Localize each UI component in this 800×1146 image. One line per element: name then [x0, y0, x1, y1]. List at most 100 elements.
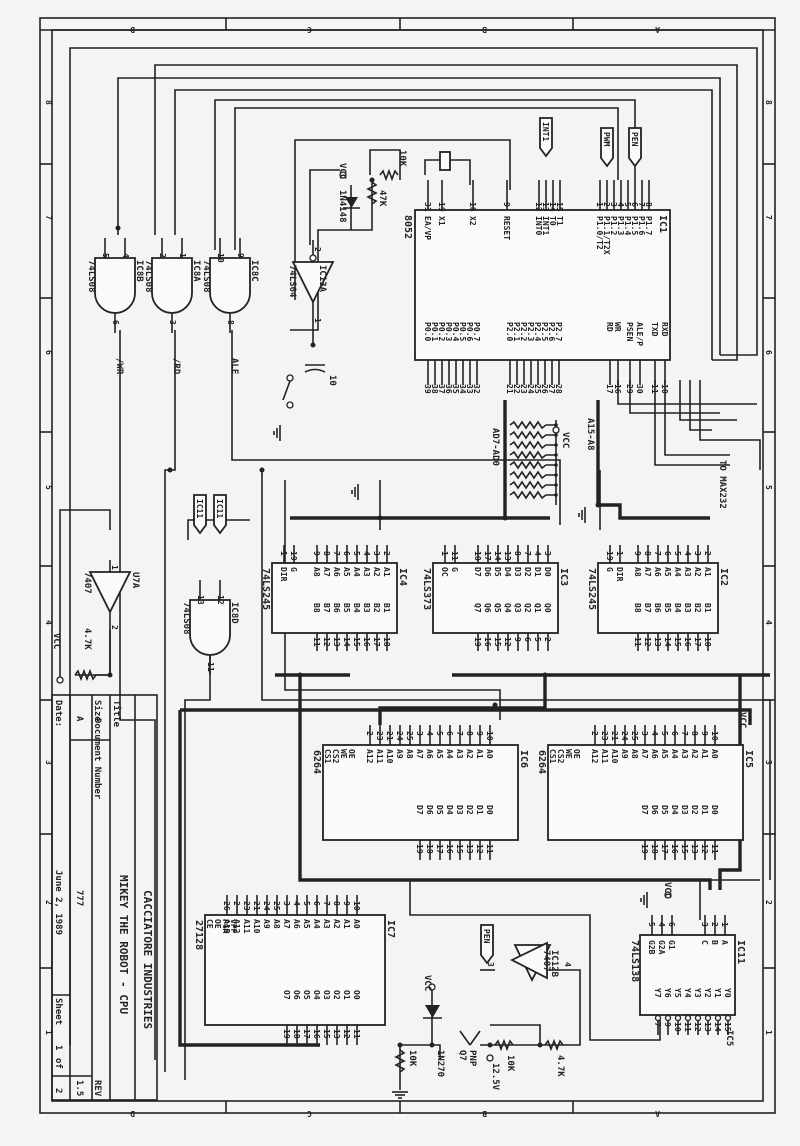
pin-number: 24 — [395, 731, 404, 741]
pin-number: 23 — [242, 901, 251, 911]
ground-icon — [578, 507, 586, 523]
pin-number: 15 — [322, 1029, 331, 1039]
pin-name: B8 — [312, 603, 321, 613]
ic7-27128-part: 27128 — [193, 920, 204, 950]
ic6-6264-ref: IC6 — [518, 750, 529, 768]
pin-number: 37 — [437, 384, 446, 394]
sheet-label: Sheet — [53, 998, 63, 1025]
pin-name: A11 — [600, 749, 609, 764]
pin-number: 1 — [720, 922, 729, 927]
pin-name: D5 — [660, 805, 669, 815]
pin-number: 2 — [158, 253, 167, 258]
pullup-resistor — [509, 470, 556, 480]
pin-name: A4 — [670, 749, 679, 759]
junction-dot — [310, 342, 316, 348]
pin-name: Y2 — [703, 988, 712, 998]
pin-number: 36 — [444, 384, 453, 394]
pin-number: 28 — [554, 384, 563, 394]
pin-number: 3 — [700, 922, 709, 927]
pin-number: 7 — [680, 731, 689, 736]
pin-name: O0 — [352, 990, 361, 1000]
pin-number: 14 — [493, 551, 502, 561]
pin-number: 9 — [700, 731, 709, 736]
pin-number: 17 — [483, 551, 492, 561]
pin-name: A11 — [242, 919, 251, 934]
pin-name: P1.5 — [630, 216, 639, 235]
pin-name: X1 — [437, 216, 446, 226]
ic8d-ref: IC8D — [229, 602, 239, 624]
pin-name: B4 — [352, 603, 361, 613]
pin-name: D4 — [445, 805, 454, 815]
junction-dot — [167, 467, 173, 473]
pin-number: 18 — [473, 551, 482, 561]
pin-number: 9 — [312, 551, 321, 556]
resistor-label: 47K — [377, 190, 387, 207]
pin-number: 12 — [693, 1022, 702, 1032]
pin-number: 3 — [693, 551, 702, 556]
pin-number: 7 — [455, 731, 464, 736]
pin-number: 1 — [440, 551, 449, 556]
pin-name: T1 — [555, 216, 564, 226]
pin-number: 9 — [502, 202, 511, 207]
pullup-resistor — [509, 490, 556, 500]
pin-number: 9 — [513, 637, 522, 642]
size-label: Size — [92, 700, 103, 722]
pin-name: CS2 — [556, 749, 565, 764]
pin-name: D0 — [543, 567, 552, 577]
pin-number: 14 — [713, 1022, 722, 1032]
pin-number: 13 — [541, 202, 550, 212]
pin-number: 17 — [605, 384, 614, 394]
pin-name: P0.1 — [430, 322, 439, 341]
ic1-ref: IC1 — [657, 215, 668, 233]
pin-name: Q1 — [533, 603, 542, 613]
pin-name: A1 — [703, 567, 712, 577]
pin-number: 12 — [322, 637, 331, 647]
zone-number-left: 3 — [44, 760, 53, 765]
junction-dot — [377, 515, 383, 521]
pin-name: Q2 — [523, 603, 532, 613]
pin-number: 6 — [342, 551, 351, 556]
zone-number-left: 6 — [44, 350, 53, 355]
zone-number-right: 4 — [764, 620, 773, 625]
pin-number: 16 — [670, 844, 679, 854]
pin-number: 23 — [519, 384, 528, 394]
pin-name: P1.0/T2 — [595, 216, 604, 250]
pin-number: 8 — [643, 551, 652, 556]
pin-name: D0 — [710, 805, 719, 815]
pin-number: 9 — [342, 901, 351, 906]
pin-number: 16 — [483, 637, 492, 647]
pin-name: A5 — [660, 749, 669, 759]
vpp-switch — [394, 983, 564, 1090]
pin-name: G — [450, 567, 459, 572]
zone-number-left: 4 — [44, 620, 53, 625]
pin-name: O4 — [312, 990, 321, 1000]
pin-number: 17 — [372, 637, 381, 647]
transistor-type: PNP — [467, 1050, 477, 1067]
pin-number: 4 — [362, 551, 371, 556]
junction-dot — [595, 502, 601, 508]
pin-number: 9 — [475, 731, 484, 736]
pin-name: A7 — [282, 919, 291, 929]
pin-name: P1.3 — [616, 216, 625, 235]
pin-name: D7 — [415, 805, 424, 815]
ad-bus-label: AD7-AD0 — [490, 428, 500, 466]
pin-name: B4 — [673, 603, 682, 613]
pin-name: A7 — [415, 749, 424, 759]
pin-name: A9 — [262, 919, 271, 929]
pin-name: Y3 — [693, 988, 702, 998]
pin-name: A8 — [312, 567, 321, 577]
pin-number: 8 — [644, 202, 653, 207]
pin-name: P2.7 — [554, 322, 563, 341]
pin-name: B6 — [332, 603, 341, 613]
pin-name: A1 — [342, 919, 351, 929]
pin-number: 15 — [680, 844, 689, 854]
pin-name: P1.1/T2X — [602, 216, 611, 255]
diode-label: 1N270 — [435, 1050, 445, 1077]
pin-number: 14 — [342, 637, 351, 647]
pin-name: A10 — [385, 749, 394, 764]
to-max232-label: TO MAX232 — [717, 460, 727, 509]
vpp-voltage-label: 12.5V — [490, 1063, 500, 1091]
pin-number: 5 — [302, 901, 311, 906]
